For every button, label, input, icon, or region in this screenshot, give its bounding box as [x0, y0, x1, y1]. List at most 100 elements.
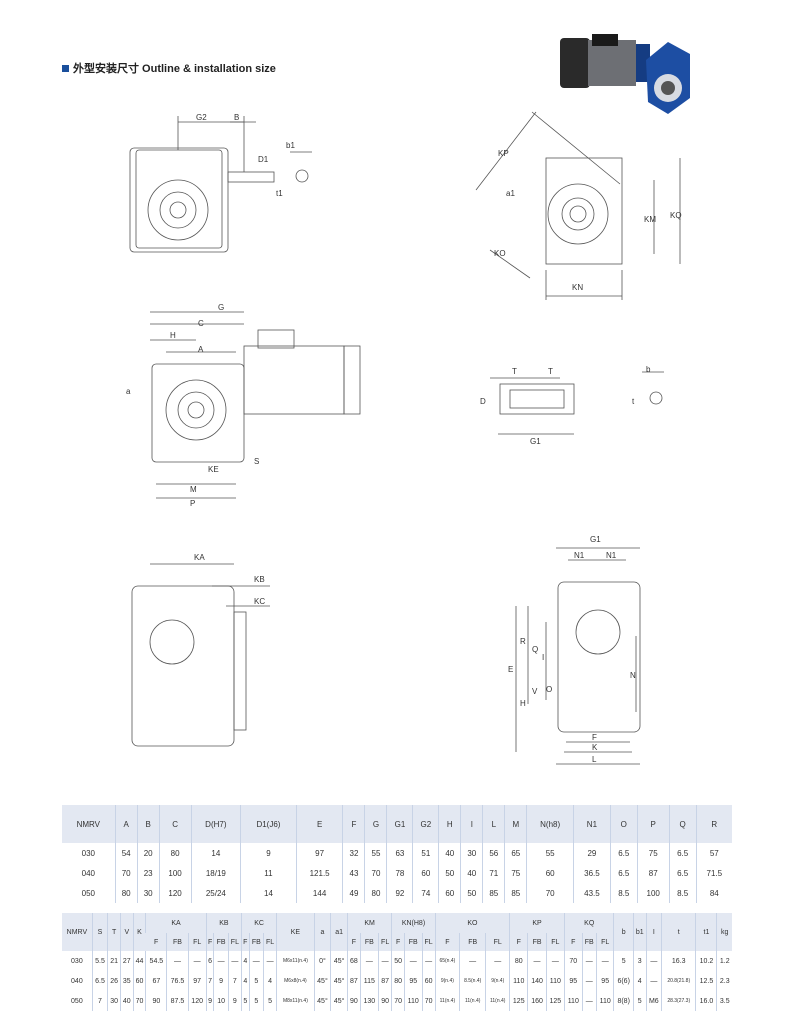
table1-cell: 55	[364, 843, 387, 863]
table1-cell: 040	[81, 868, 95, 878]
table1-cell: 60	[438, 883, 461, 903]
label-a1: a1	[506, 189, 515, 198]
table2-cell: 70	[564, 951, 583, 971]
table2-cell: —	[645, 971, 662, 991]
table2-cell: 26	[107, 971, 121, 991]
table1-cell: 78	[386, 863, 413, 883]
table2-sub-header: FL	[378, 933, 392, 951]
table2-sub-header: FL	[187, 933, 207, 951]
table1-cell: 32	[342, 843, 365, 863]
label-l: L	[592, 755, 597, 764]
table1-cell: 75	[504, 863, 527, 883]
table1-cell: 8.5	[609, 883, 638, 903]
label-g1-shaft: G1	[530, 437, 541, 446]
table2-cell: 2.3	[716, 971, 732, 991]
table1-cell: 70	[114, 863, 138, 883]
table1-header: G1	[386, 805, 413, 843]
table2-sub-header: FB	[581, 933, 597, 951]
drawing-front-view	[129, 116, 312, 253]
table2-group-header: KO	[434, 913, 510, 933]
label-s: S	[254, 457, 259, 466]
table2-cell: 30	[107, 991, 121, 1011]
table2-sub-header: FL	[485, 933, 510, 951]
table1-header: N(h8)	[526, 805, 574, 843]
table2-header: kg	[716, 913, 732, 951]
table2-sub-header: F	[564, 933, 583, 951]
table1-cell: 18/19	[190, 863, 241, 883]
table1-header: P	[636, 805, 670, 843]
label-v: V	[532, 687, 538, 696]
drawing-bottom-right-view	[515, 547, 641, 765]
table2-group-header: KA	[145, 913, 207, 933]
table2-cell: —	[187, 951, 207, 971]
label-kb: KB	[254, 575, 265, 584]
table1-cell: 6.5	[609, 863, 638, 883]
table2-header: t1	[695, 913, 717, 951]
table2-cell: 95	[564, 971, 583, 991]
label-d: D	[480, 397, 486, 406]
table2-cell: 87	[378, 971, 392, 991]
table1-cell: 30	[136, 883, 160, 903]
label-ko: KO	[494, 249, 506, 258]
table2-cell: 3	[632, 951, 647, 971]
table2-cell: 90	[347, 991, 361, 1011]
table2-cell: 80	[391, 971, 405, 991]
table2-group-header: KB	[205, 913, 242, 933]
table2-cell: 67	[145, 971, 167, 991]
table2-cell: 16.0	[695, 991, 717, 1011]
table2-cell: 3.5	[716, 991, 732, 1011]
table2-cell: 110	[545, 971, 565, 991]
table2-cell: 4	[241, 971, 250, 991]
table1-header: C	[158, 805, 192, 843]
table2-cell: M6x8(n.4)	[276, 971, 315, 991]
table2-header: a1	[330, 913, 348, 951]
table2-sub-header: FB	[166, 933, 188, 951]
table2-cell: 1.2	[716, 951, 732, 971]
table1-cell: 100	[636, 883, 670, 903]
table2-cell: 6(6)	[613, 971, 634, 991]
table2-header: KE	[276, 913, 315, 951]
label-b1: b1	[286, 141, 295, 150]
table1-cell: 71	[482, 863, 505, 883]
drawing-side-motor-view	[150, 311, 361, 499]
table2-cell: 16.3	[661, 951, 696, 971]
table1-cell: 120	[158, 883, 192, 903]
table2-cell: 030	[71, 957, 83, 965]
table2-group-header: KM	[347, 913, 392, 933]
table1-cell: 43.5	[573, 883, 611, 903]
table2-cell: —	[581, 971, 597, 991]
table2-sub-header: FB	[403, 933, 422, 951]
table1-header: L	[482, 805, 505, 843]
table1-cell: 54	[114, 843, 138, 863]
table1-cell: 74	[412, 883, 439, 903]
table2-sub-header: FB	[248, 933, 264, 951]
table2-cell: 35	[119, 971, 134, 991]
table1-cell: 80	[364, 883, 387, 903]
table1-cell: 6.5	[609, 843, 638, 863]
table2-cell: 40	[119, 991, 134, 1011]
table1-cell: 20	[136, 843, 160, 863]
label-t1: t1	[276, 189, 283, 198]
label-t-small: t	[632, 397, 635, 406]
label-n1-left: N1	[574, 551, 585, 560]
table1-header: NMRV	[62, 805, 116, 843]
table1-cell: 80	[114, 883, 138, 903]
table1-cell: 51	[412, 843, 439, 863]
table2-cell: 115	[359, 971, 379, 991]
table2-sub-header: FL	[421, 933, 436, 951]
motor-photo	[560, 34, 690, 114]
table2-cell: —	[581, 951, 597, 971]
table2-sub-header: F	[434, 933, 460, 951]
table1-cell: 65	[504, 843, 527, 863]
label-h: H	[170, 331, 176, 340]
table1-cell: 36.5	[573, 863, 611, 883]
label-c: C	[198, 319, 204, 328]
table2-header: S	[91, 913, 108, 951]
label-r: R	[520, 637, 526, 646]
table1-cell: 80	[158, 843, 192, 863]
table2-sub-header: FL	[227, 933, 242, 951]
table2-cell: 70	[132, 991, 146, 1011]
table2-cell: 160	[527, 991, 547, 1011]
